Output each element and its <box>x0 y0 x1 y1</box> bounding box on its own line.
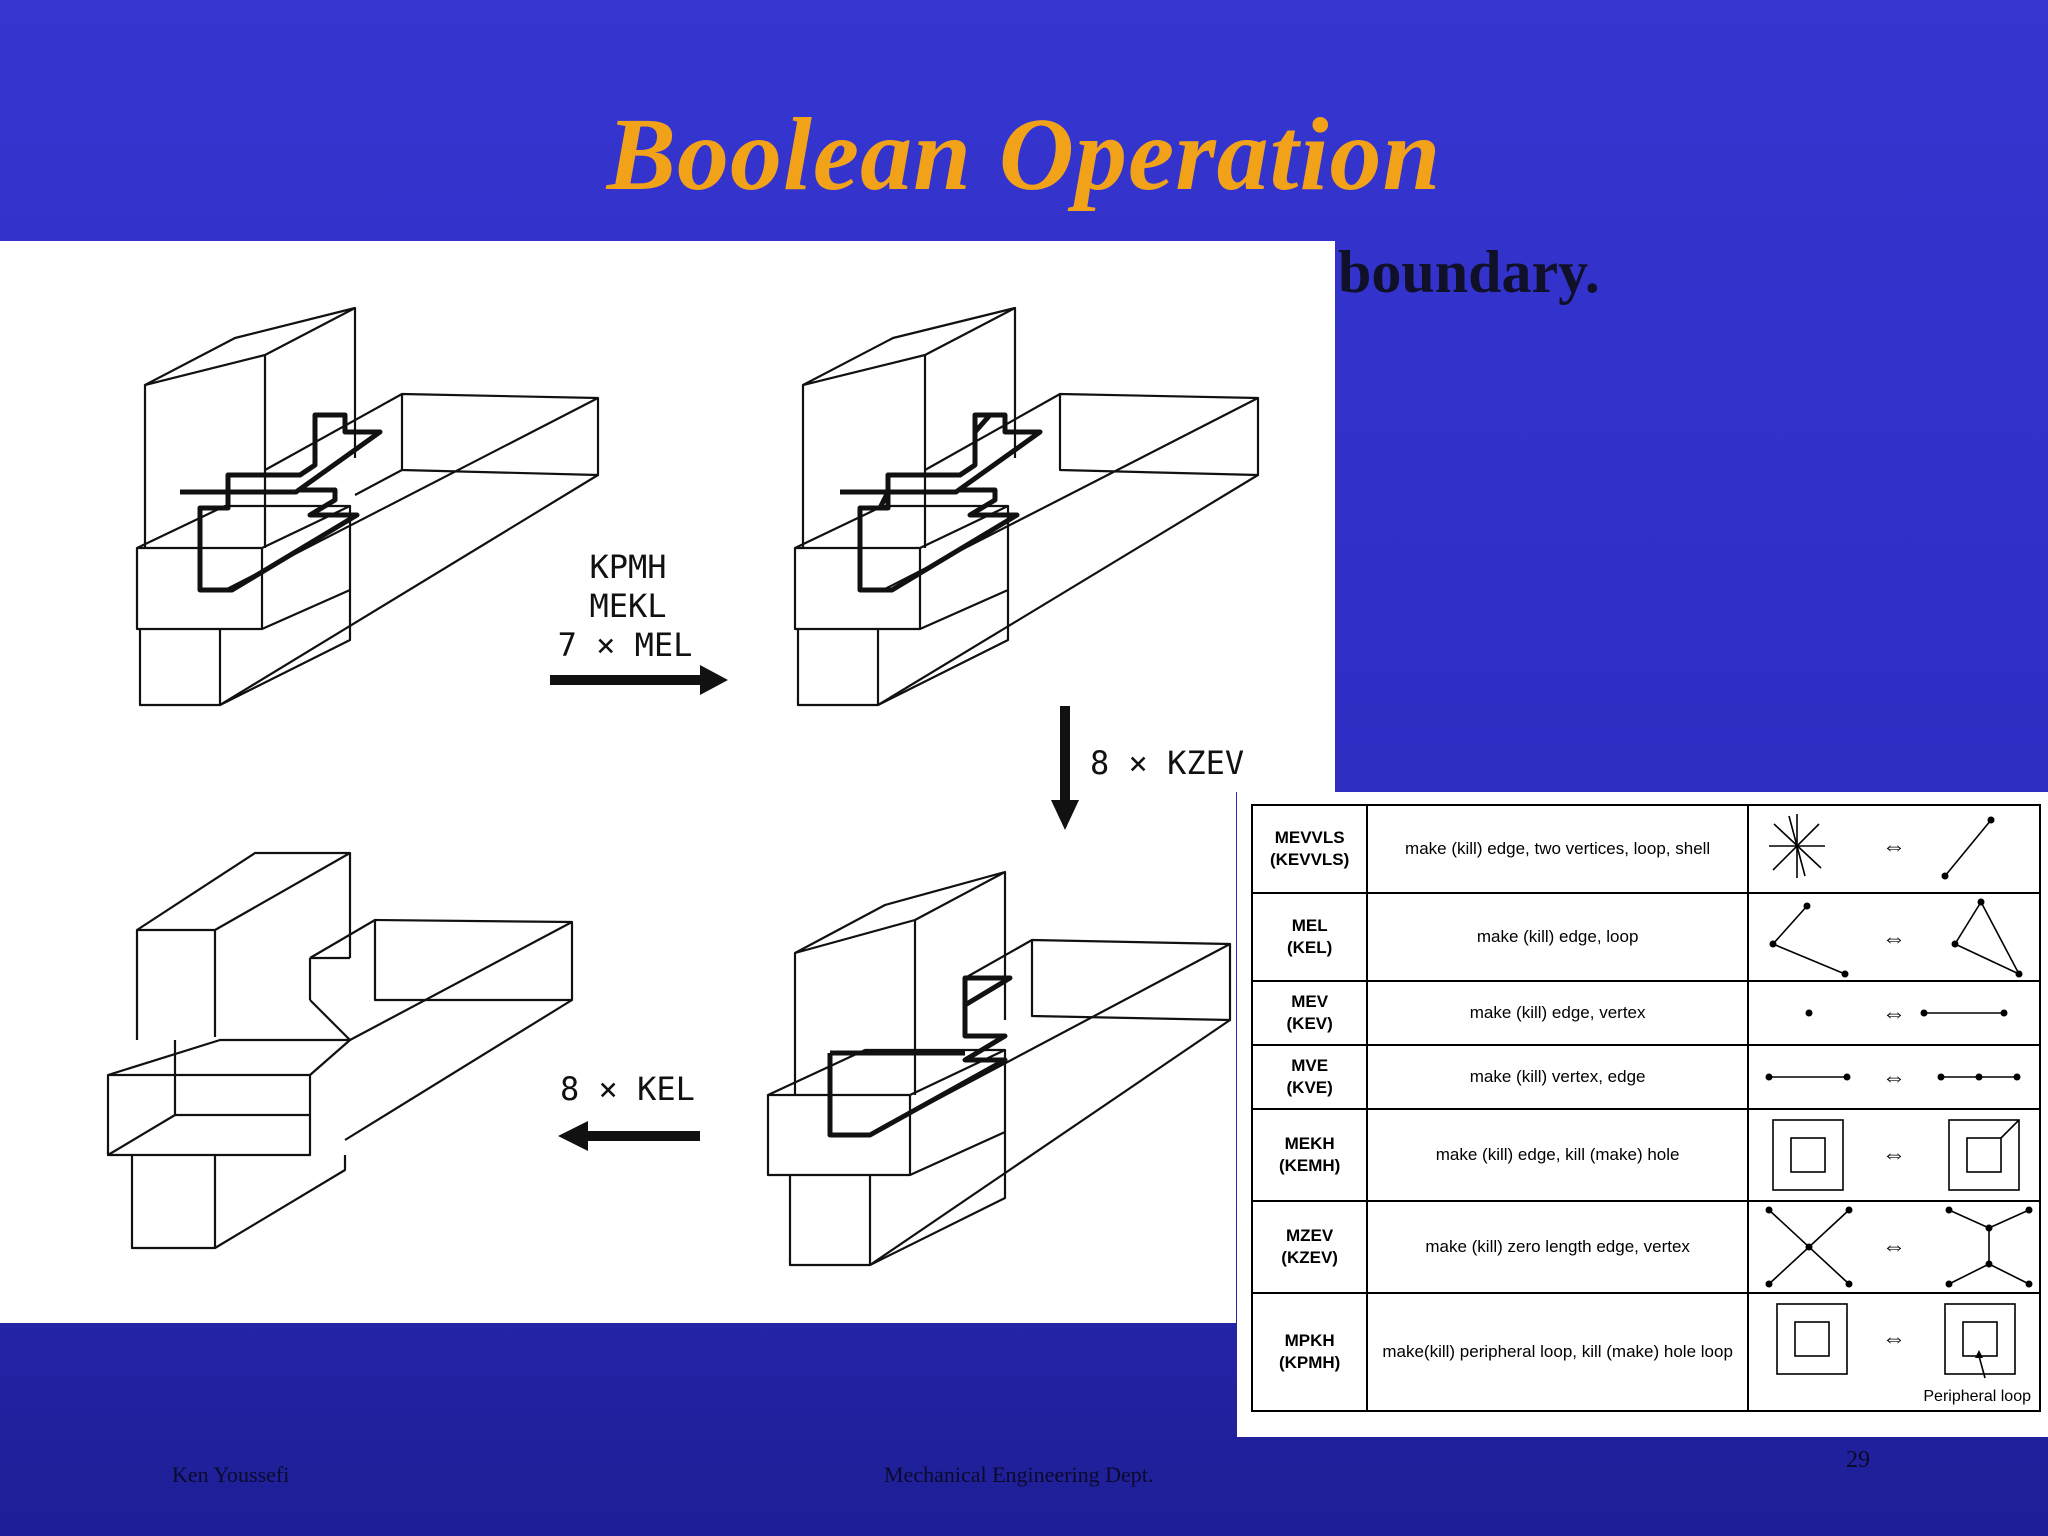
operator-diagram: ⇔ Peripheral loop <box>1746 1292 2042 1412</box>
mve-diagram: ⇔ <box>1765 1064 2021 1091</box>
table-row: MVE (KVE) make (kill) vertex, edge ⇔ <box>1250 1044 2042 1110</box>
table-row: MEL (KEL) make (kill) edge, loop ⇔ <box>1250 892 2042 982</box>
operator-name: MPKH (KPMH) <box>1250 1292 1369 1412</box>
footer-department: Mechanical Engineering Dept. <box>884 1462 1154 1487</box>
operator-diagram: ⇔ <box>1746 1200 2042 1294</box>
operator-name: MEV (KEV) <box>1250 980 1369 1046</box>
op-label-7mel: 7 × MEL <box>558 626 693 664</box>
table-row: MZEV (KZEV) make (kill) zero length edge… <box>1250 1200 2042 1294</box>
euler-operator-panel: MEVVLS (KEVVLS) make (kill) edge, two ve… <box>1237 792 2048 1437</box>
figure-panel-top <box>0 241 1335 792</box>
operator-name: MEKH (KEMH) <box>1250 1108 1369 1202</box>
operator-description: make (kill) edge, kill (make) hole <box>1366 1108 1749 1202</box>
mekh-diagram: ⇔ <box>1772 1119 2020 1191</box>
peripheral-loop-label: Peripheral loop <box>1923 1388 2031 1405</box>
mpkh-diagram: ⇔ <box>1776 1303 2016 1379</box>
hole-loop-step-1 <box>180 412 383 593</box>
operator-diagram: ⇔ <box>1746 980 2042 1046</box>
op-label-8kel: 8 × KEL <box>560 1070 695 1108</box>
table-row: MPKH (KPMH) make(kill) peripheral loop, … <box>1250 1292 2042 1412</box>
ops-labels: KPMH MEKL 7 × MEL 8 × KZEV 8 × KEL <box>558 548 1245 1108</box>
hole-loop-step-2 <box>840 412 1043 593</box>
operator-name: MVE (KVE) <box>1250 1044 1369 1110</box>
equivalence-arrow: ⇔ <box>1882 1233 1906 1260</box>
operator-diagram: ⇔ <box>1746 804 2042 894</box>
table-row: MEVVLS (KEVVLS) make (kill) edge, two ve… <box>1250 804 2042 894</box>
operator-description: make (kill) vertex, edge <box>1366 1044 1749 1110</box>
operator-name: MEVVLS (KEVVLS) <box>1250 804 1369 894</box>
equivalence-arrow: ⇔ <box>1882 1325 1906 1352</box>
operator-description: make (kill) zero length edge, vertex <box>1366 1200 1749 1294</box>
euler-operator-table: MEVVLS (KEVVLS) make (kill) edge, two ve… <box>1250 804 2042 1412</box>
operator-description: make(kill) peripheral loop, kill (make) … <box>1366 1292 1749 1412</box>
operator-name: MEL (KEL) <box>1250 892 1369 982</box>
op-label-8kzev: 8 × KZEV <box>1090 744 1244 782</box>
operator-description: make (kill) edge, loop <box>1366 892 1749 982</box>
operator-diagram: ⇔ <box>1746 892 2042 982</box>
operator-diagram: ⇔ <box>1746 1108 2042 1202</box>
mevvls-diagram: ⇔ <box>1768 814 1995 880</box>
equivalence-arrow: ⇔ <box>1882 925 1906 952</box>
footer-author: Ken Youssefi <box>172 1462 290 1487</box>
operator-description: make (kill) edge, vertex <box>1366 980 1749 1046</box>
table-row: MEKH (KEMH) make (kill) edge, kill (make… <box>1250 1108 2042 1202</box>
mel-diagram: ⇔ <box>1769 898 2023 978</box>
boundary-loop-step-3 <box>827 975 1013 1138</box>
slide-number: 29 <box>1846 1447 1870 1473</box>
op-label-mekl: MEKL <box>589 587 666 625</box>
slide-title: Boolean Operation <box>606 97 1442 212</box>
operator-name: MZEV (KZEV) <box>1250 1200 1369 1294</box>
solid-step-1 <box>135 306 600 707</box>
equivalence-arrow: ⇔ <box>1882 1064 1906 1091</box>
bullet-text-fragment: boundary. <box>1338 239 1600 305</box>
op-label-kpmh: KPMH <box>589 548 666 586</box>
operator-description: make (kill) edge, two vertices, loop, sh… <box>1366 804 1749 894</box>
operator-diagram: ⇔ <box>1746 1044 2042 1110</box>
mzev-diagram: ⇔ <box>1765 1206 2033 1288</box>
boolean-sequence-figure: KPMH MEKL 7 × MEL 8 × KZEV 8 × KEL <box>106 306 1260 1267</box>
table-row: MEV (KEV) make (kill) edge, vertex ⇔ <box>1250 980 2042 1046</box>
solid-step-3 <box>766 870 1232 1267</box>
equivalence-arrow: ⇔ <box>1882 1000 1906 1027</box>
solid-step-2 <box>793 306 1260 707</box>
solid-step-4 <box>106 851 574 1250</box>
equivalence-arrow: ⇔ <box>1882 1141 1906 1168</box>
equivalence-arrow: ⇔ <box>1882 833 1906 860</box>
mev-diagram: ⇔ <box>1805 1000 2008 1027</box>
